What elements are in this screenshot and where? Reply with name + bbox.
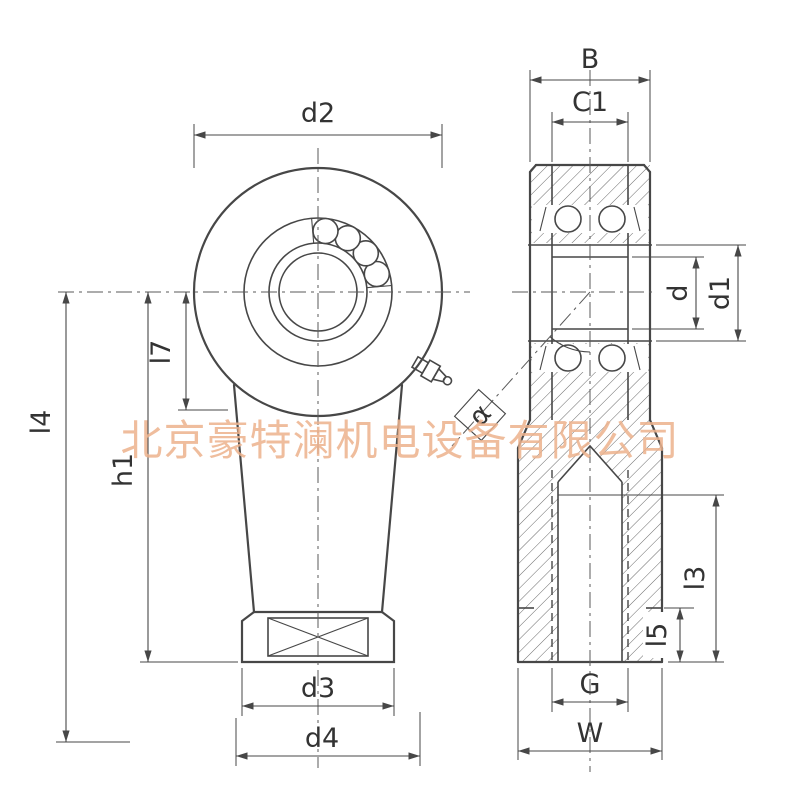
front-head-rings — [192, 166, 444, 418]
dim-label-G: G — [580, 669, 601, 700]
dim-W: W — [517, 668, 663, 760]
dim-d2: d2 — [193, 98, 443, 168]
dim-label-l5: l5 — [642, 623, 673, 648]
dim-label-d1: d1 — [705, 276, 736, 310]
dim-label-B: B — [581, 44, 600, 75]
side-section-hatch — [518, 165, 662, 662]
dim-l5: l5 — [642, 607, 694, 662]
dim-label-l4: l4 — [26, 410, 57, 435]
watermark-text: 北京豪特澜机电设备有限公司 — [120, 416, 679, 465]
dim-label-d2: d2 — [301, 98, 335, 129]
dim-l7: l7 — [146, 292, 228, 411]
dim-label-d3: d3 — [301, 673, 335, 704]
side-outline — [516, 163, 664, 664]
dim-l4: l4 — [26, 292, 130, 743]
grease-fitting-icon — [410, 355, 453, 386]
front-bearing-balls — [311, 217, 392, 289]
dim-C1: C1 — [551, 87, 629, 162]
dim-d1: d1 — [656, 244, 746, 342]
dim-h1: h1 — [108, 292, 238, 663]
dim-l3: l3 — [668, 495, 724, 663]
dim-B: B — [529, 44, 651, 162]
dim-label-d4: d4 — [305, 723, 339, 754]
side-thread — [551, 444, 724, 662]
dim-d: d — [632, 256, 704, 330]
side-centerlines — [451, 70, 652, 772]
dim-label-h1: h1 — [108, 453, 139, 487]
dimensions: d2 d3 d4 l7 h1 l4 — [26, 44, 746, 766]
dim-label-W: W — [577, 718, 604, 749]
side-view — [451, 70, 724, 772]
dim-label-l7: l7 — [146, 340, 177, 365]
dim-label-C1: C1 — [572, 87, 608, 118]
dim-d4: d4 — [235, 712, 421, 766]
dim-G: G — [551, 668, 629, 712]
dim-label-d: d — [663, 284, 694, 301]
dim-d3: d3 — [241, 668, 395, 716]
front-centerlines — [58, 148, 470, 768]
dim-label-l3: l3 — [680, 566, 711, 591]
front-view — [58, 148, 470, 768]
